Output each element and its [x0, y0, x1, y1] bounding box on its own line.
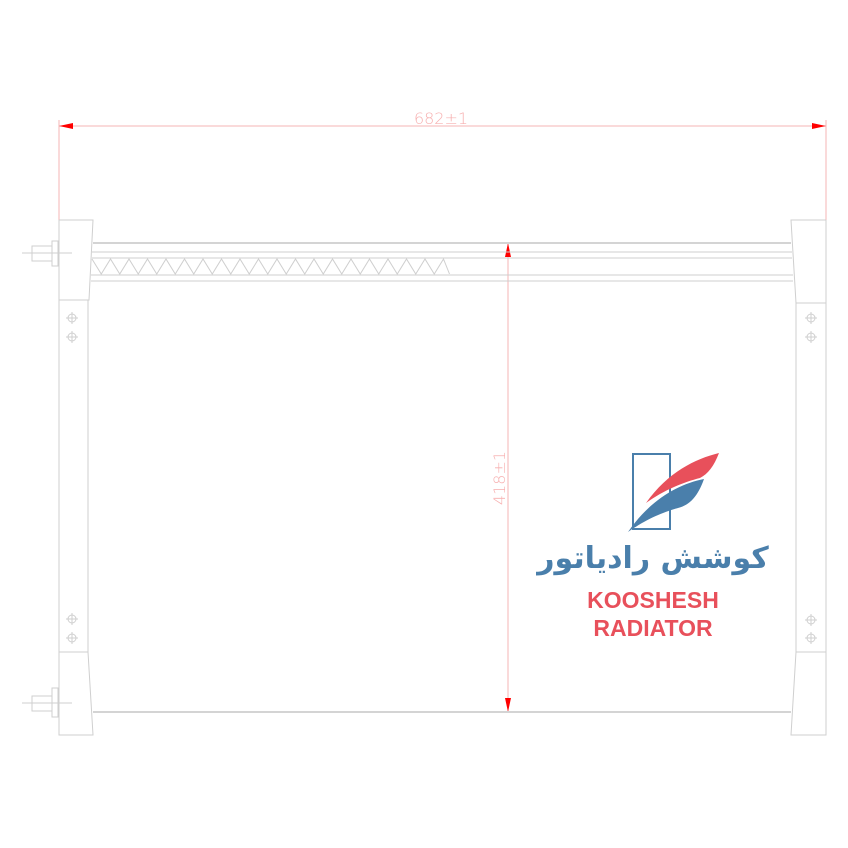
fin-zigzag [91, 257, 450, 275]
red-swoosh [646, 453, 719, 503]
logo-name-line2: RADIATOR [593, 615, 713, 641]
core-tubes [91, 242, 793, 713]
arrow-right-icon [812, 123, 826, 129]
width-dimension: 682±1 [58, 109, 827, 220]
right-tank [790, 219, 827, 736]
logo-persian-name: کوشش رادیاتور [535, 541, 769, 576]
blue-swoosh [628, 479, 704, 532]
arrow-down-icon [505, 698, 511, 712]
height-dimension: 418±1 [443, 242, 512, 713]
height-label: 418±1 [490, 451, 509, 505]
arrow-left-icon [59, 123, 73, 129]
width-label: 682±1 [414, 109, 468, 128]
company-logo: کوشش رادیاتور KOOSHESH RADIATOR [535, 453, 769, 641]
bottom-fitting [22, 687, 72, 718]
top-fitting [22, 240, 72, 267]
left-tank [58, 219, 94, 736]
arrow-up-icon [505, 243, 511, 257]
logo-name-line1: KOOSHESH [587, 587, 719, 613]
